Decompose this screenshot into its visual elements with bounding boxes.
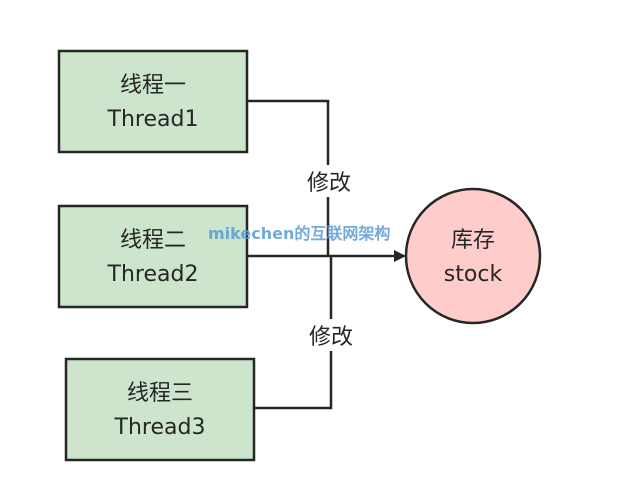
connector-thread3	[254, 256, 333, 410]
thread1-node: 线程一 Thread1	[57, 49, 249, 154]
thread2-label-cn: 线程二	[120, 228, 186, 253]
thread1-label-cn: 线程一	[120, 73, 186, 98]
thread3-label-en: Thread3	[114, 415, 206, 440]
thread3-node: 线程三 Thread3	[64, 357, 256, 462]
stock-label-cn: 库存	[451, 228, 495, 253]
edge-label-bottom-bg	[302, 319, 360, 351]
edge-label-bottom: 修改	[309, 325, 353, 350]
thread2-label-en: Thread2	[107, 262, 199, 287]
thread1-label-en: Thread1	[107, 107, 199, 132]
stock-node: 库存 stock	[404, 187, 542, 325]
watermark-text: mikechen的互联网架构	[208, 224, 390, 243]
edge-label-top: 修改	[307, 171, 351, 196]
edge-label-top-bg	[300, 165, 358, 197]
thread2-node: 线程二 Thread2	[57, 204, 249, 309]
thread3-label-cn: 线程三	[127, 381, 193, 406]
connector-thread1	[247, 99, 330, 256]
stock-label-en: stock	[444, 262, 503, 287]
